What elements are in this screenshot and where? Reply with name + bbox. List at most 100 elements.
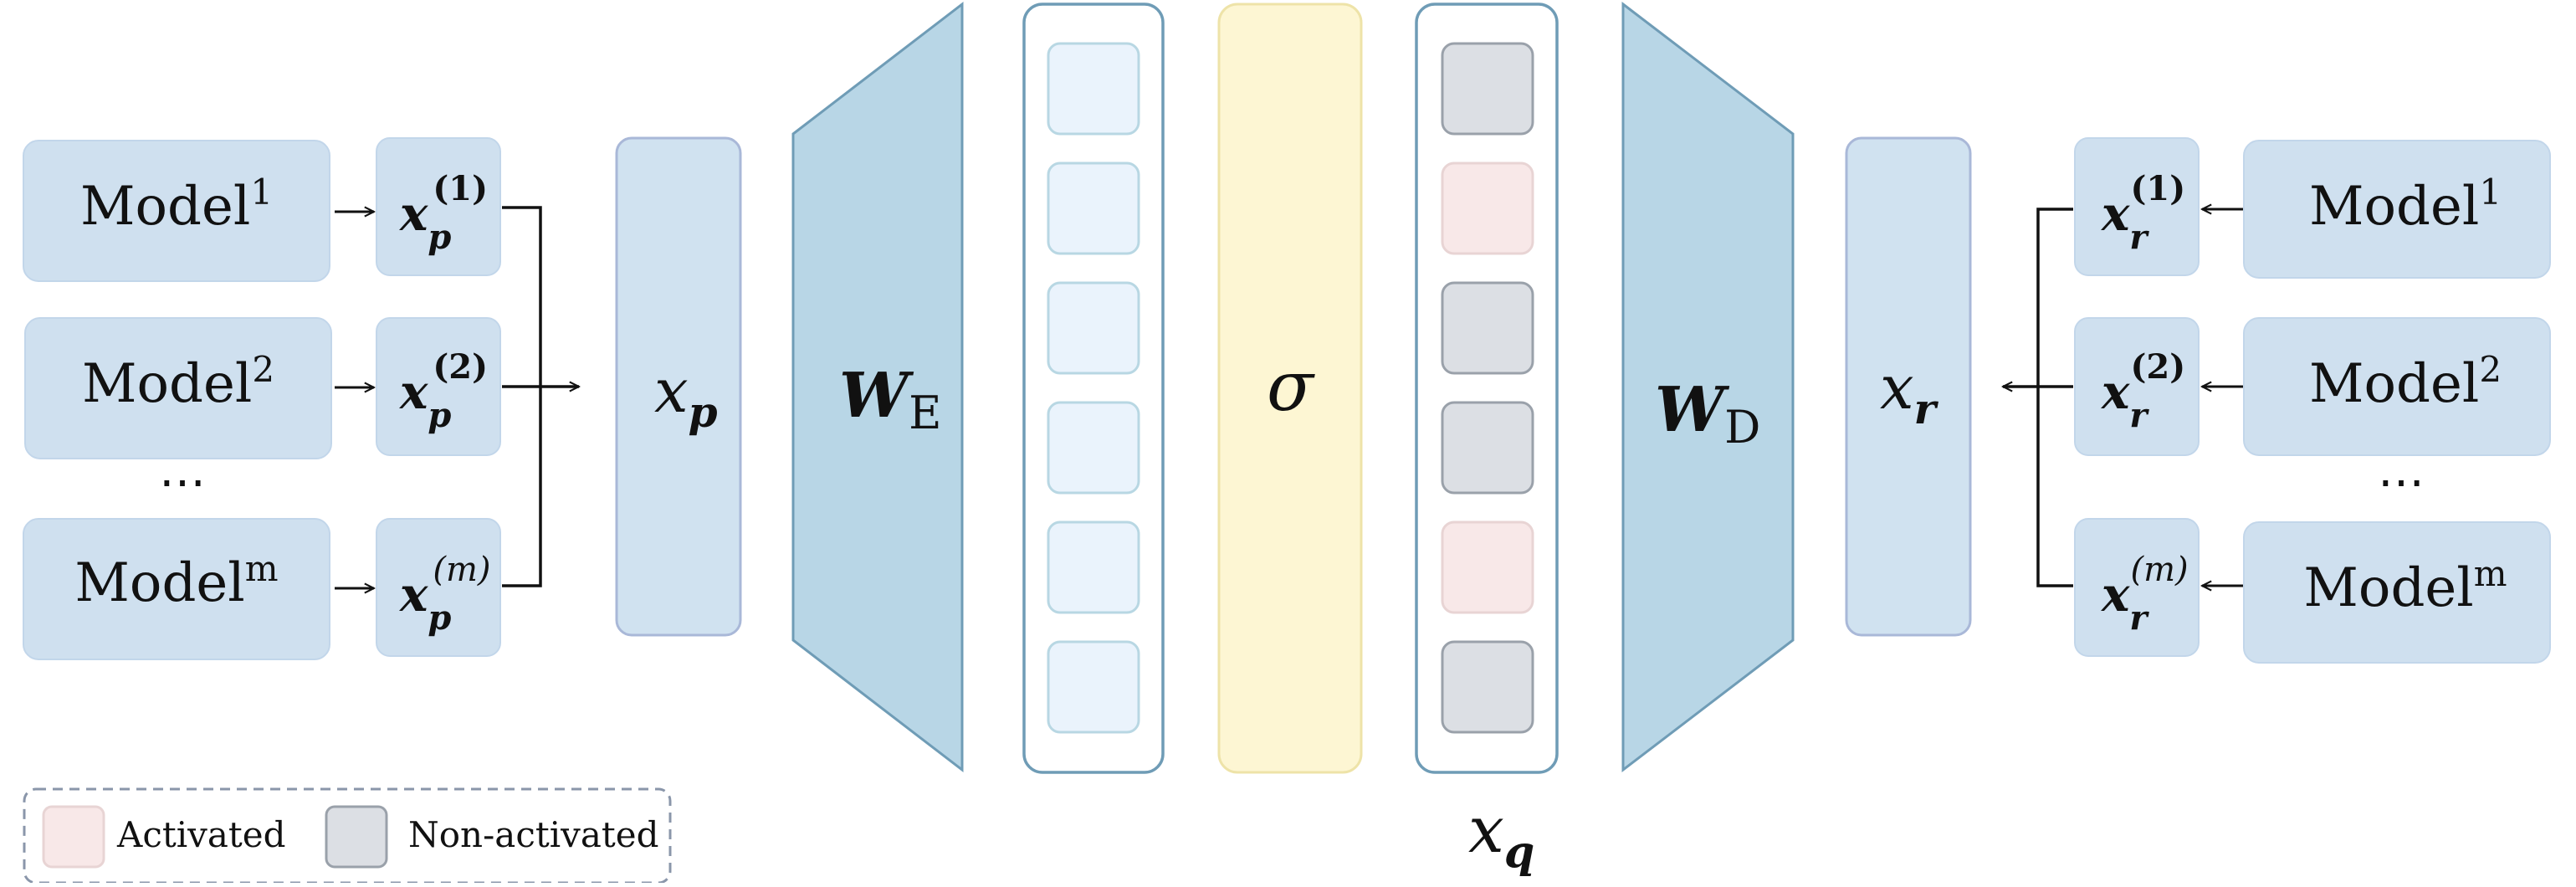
- svg-text:Modelm: Modelm: [2303, 553, 2507, 619]
- latent-cell-activated: [1441, 162, 1534, 255]
- svg-text:xp(1): xp (1): [399, 169, 488, 257]
- xr-2-sup: (2): [2130, 347, 2185, 387]
- xr-sub: r: [1914, 384, 1939, 433]
- encoded-cell: [1047, 162, 1140, 255]
- sigma-box: σ: [1217, 3, 1363, 774]
- legend-activated-swatch: [42, 805, 105, 869]
- xr-m-box: xr (m): [2074, 518, 2200, 657]
- right-output-column: xr(1) xr(2) xr(m): [2074, 137, 2200, 657]
- xp-2-sup: (2): [433, 347, 488, 387]
- xp-m-base: x: [399, 567, 428, 623]
- xp-1-sup: (1): [433, 169, 488, 208]
- xr-1-sub: r: [2129, 218, 2149, 257]
- xp-2-sub: p: [428, 396, 451, 435]
- xp-base: x: [654, 356, 689, 426]
- latent-cells: [1441, 42, 1534, 734]
- latent-cell-non-activated: [1441, 401, 1534, 495]
- latent-cell-non-activated: [1441, 281, 1534, 375]
- right-model-arrows: [2202, 209, 2244, 586]
- xp-m-box: xp (m): [376, 518, 501, 657]
- right-model-m-name: Model: [2303, 557, 2473, 619]
- right-model-1-name: Model: [2309, 176, 2479, 238]
- svg-text:xp(m): xp (m): [399, 551, 491, 638]
- xp-2-base: x: [399, 365, 428, 420]
- xr-1-sup: (1): [2130, 169, 2185, 208]
- xr-2-sub: r: [2129, 396, 2149, 435]
- left-model-1-sup: 1: [250, 172, 273, 213]
- legend-non-activated-swatch: [325, 805, 388, 869]
- right-model-2: Model2: [2243, 317, 2551, 456]
- latent-cell-activated: [1441, 520, 1534, 614]
- left-input-column: xp(1) xp(2) xp(m): [376, 137, 501, 657]
- encoded-cells: [1047, 42, 1140, 734]
- xr-base: x: [1880, 352, 1914, 423]
- xr-m-sub: r: [2129, 598, 2149, 638]
- encoder-sub: E: [909, 387, 941, 439]
- xp-1-base: x: [399, 187, 428, 242]
- xr-2-box: xr (2): [2074, 317, 2200, 456]
- decoder-trapezoid: WD: [1621, 1, 1795, 773]
- legend-activated-label: Activated: [116, 814, 286, 855]
- svg-text:xp(2): xp (2): [399, 347, 488, 435]
- encoded-cell: [1047, 42, 1140, 136]
- encoded-cell: [1047, 640, 1140, 734]
- xr-m-base: x: [2101, 567, 2130, 623]
- xp-1-box: xp (1): [376, 137, 501, 276]
- right-model-1-sup: 1: [2479, 172, 2502, 213]
- xq-base: x: [1468, 792, 1504, 867]
- legend-non-activated-label: Non-activated: [408, 814, 659, 855]
- left-model-arrows: [335, 212, 374, 588]
- encoded-cell: [1047, 281, 1140, 375]
- right-model-2-name: Model: [2309, 353, 2479, 415]
- encoder-trapezoid: WE: [791, 1, 964, 773]
- left-model-column: Model1 Model2 ⋯ Modelm: [23, 140, 332, 660]
- right-bracket-line: [2036, 208, 2073, 587]
- latent-cell-non-activated: [1441, 42, 1534, 136]
- xp-sub: p: [689, 387, 718, 437]
- left-merge-bracket: [502, 206, 579, 587]
- left-model-1-name: Model: [80, 176, 250, 238]
- xr-1-base: x: [2101, 187, 2130, 242]
- left-model-2-name: Model: [82, 353, 252, 415]
- svg-text:Model2: Model2: [2309, 349, 2502, 415]
- svg-text:xp: xp: [654, 356, 718, 437]
- right-split-bracket: [2003, 208, 2073, 587]
- legend: Activated Non-activated: [23, 787, 672, 884]
- svg-text:Model1: Model1: [2309, 172, 2502, 238]
- svg-text:Model2: Model2: [82, 349, 274, 415]
- left-bracket-line: [502, 206, 542, 587]
- latent-cell-non-activated: [1441, 640, 1534, 734]
- right-ellipsis: ⋯: [2378, 455, 2425, 510]
- svg-text:xr(m): xr (m): [2101, 551, 2189, 638]
- svg-text:WE: WE: [839, 360, 942, 439]
- xp-1-sub: p: [428, 218, 451, 257]
- xr-2-base: x: [2101, 365, 2130, 420]
- svg-text:WD: WD: [1655, 374, 1760, 454]
- xp-m-sup: (m): [433, 551, 490, 589]
- left-model-2-sup: 2: [252, 349, 274, 390]
- left-model-m-sup: m: [245, 548, 279, 589]
- decoder-sub: D: [1724, 401, 1760, 454]
- right-model-2-sup: 2: [2479, 349, 2502, 390]
- svg-text:xr(1): xr (1): [2101, 169, 2185, 257]
- encoded-cell: [1047, 520, 1140, 614]
- xr-box: xr: [1845, 136, 1972, 637]
- encoded-column: [1022, 3, 1165, 774]
- right-model-1: Model1: [2243, 140, 2551, 279]
- xp-m-sub: p: [428, 598, 451, 638]
- left-model-m: Modelm: [23, 518, 330, 660]
- left-model-m-name: Model: [74, 552, 244, 614]
- right-model-m-sup: m: [2474, 553, 2507, 594]
- decoder-base: W: [1655, 374, 1730, 446]
- latent-column: [1415, 3, 1559, 774]
- svg-text:Model1: Model1: [80, 172, 273, 238]
- svg-text:xr: xr: [1880, 352, 1939, 433]
- right-model-m: Modelm: [2243, 521, 2551, 664]
- left-model-1: Model1: [23, 140, 330, 282]
- sigma-label: σ: [1267, 347, 1315, 427]
- left-ellipsis: ⋯: [159, 455, 206, 510]
- xr-m-sup: (m): [2130, 551, 2188, 589]
- xq-label: xq: [1468, 792, 1534, 878]
